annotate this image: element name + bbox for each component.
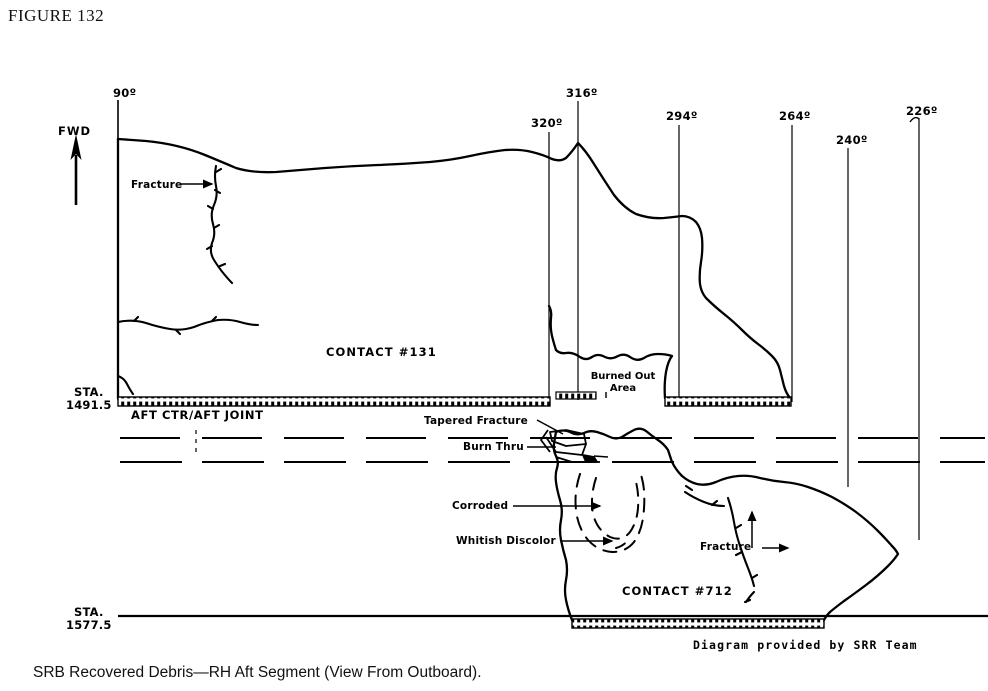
reference-lines xyxy=(120,430,985,463)
lower-joint-band xyxy=(571,618,825,629)
lower-fracture-crack xyxy=(683,484,759,604)
annotation-burned-out-area: Burned Out Area xyxy=(590,371,656,395)
annotation-burn-thru: Burn Thru xyxy=(463,441,524,453)
upper-left-notch xyxy=(116,374,135,396)
inner-contour xyxy=(615,537,631,549)
figure-caption: SRB Recovered Debris—RH Aft Segment (Vie… xyxy=(33,664,482,681)
leader-tapered-fracture xyxy=(536,419,564,435)
annotation-fracture-upper: Fracture xyxy=(131,179,183,191)
corroded-contour xyxy=(574,471,646,554)
whitish-contour xyxy=(591,477,640,540)
sta-1491-line1: STA. xyxy=(74,385,104,399)
burned-out-line2: Area xyxy=(609,383,637,394)
diagram-credit: Diagram provided by SRR Team xyxy=(693,638,918,652)
aft-joint-band xyxy=(117,391,792,407)
annotation-tapered-fracture: Tapered Fracture xyxy=(424,415,528,427)
figure-number: FIGURE 132 xyxy=(8,6,105,25)
annotation-whitish-discolor: Whitish Discolor xyxy=(456,535,556,547)
contact-131-label: CONTACT #131 xyxy=(326,345,437,359)
degree-label-90: 90º xyxy=(113,86,137,100)
degree-label-316: 316º xyxy=(566,86,598,100)
burn-thru-detail xyxy=(540,429,609,463)
degree-label-264: 264º xyxy=(779,109,811,123)
annotation-leaders xyxy=(180,179,790,553)
degree-label-240: 240º xyxy=(836,133,868,147)
sta-1491-label: STA. 1491.5 xyxy=(66,386,112,412)
degree-label-294: 294º xyxy=(666,109,698,123)
degree-label-226: 226º xyxy=(906,104,938,118)
sta-1491-line2: 1491.5 xyxy=(66,398,112,412)
sta-1577-label: STA. 1577.5 xyxy=(66,606,112,632)
sta-1577-line1: STA. xyxy=(74,605,104,619)
fwd-arrow-icon xyxy=(70,134,82,205)
contact-712-label: CONTACT #712 xyxy=(622,584,733,598)
aft-joint-label: AFT CTR/AFT JOINT xyxy=(131,408,264,422)
annotation-fracture-lower: Fracture xyxy=(700,541,752,553)
degree-station-lines xyxy=(117,100,920,540)
degree-label-320: 320º xyxy=(531,116,563,130)
annotation-corroded: Corroded xyxy=(452,500,509,512)
upper-interior-contour xyxy=(116,315,260,336)
upper-fracture-crack xyxy=(205,164,234,285)
degree-line-226-tick xyxy=(909,116,920,123)
corrosion-contours xyxy=(574,471,646,554)
fwd-label: FWD xyxy=(58,124,92,138)
burned-out-line1: Burned Out xyxy=(590,371,656,382)
sta-1577-line2: 1577.5 xyxy=(66,618,112,632)
